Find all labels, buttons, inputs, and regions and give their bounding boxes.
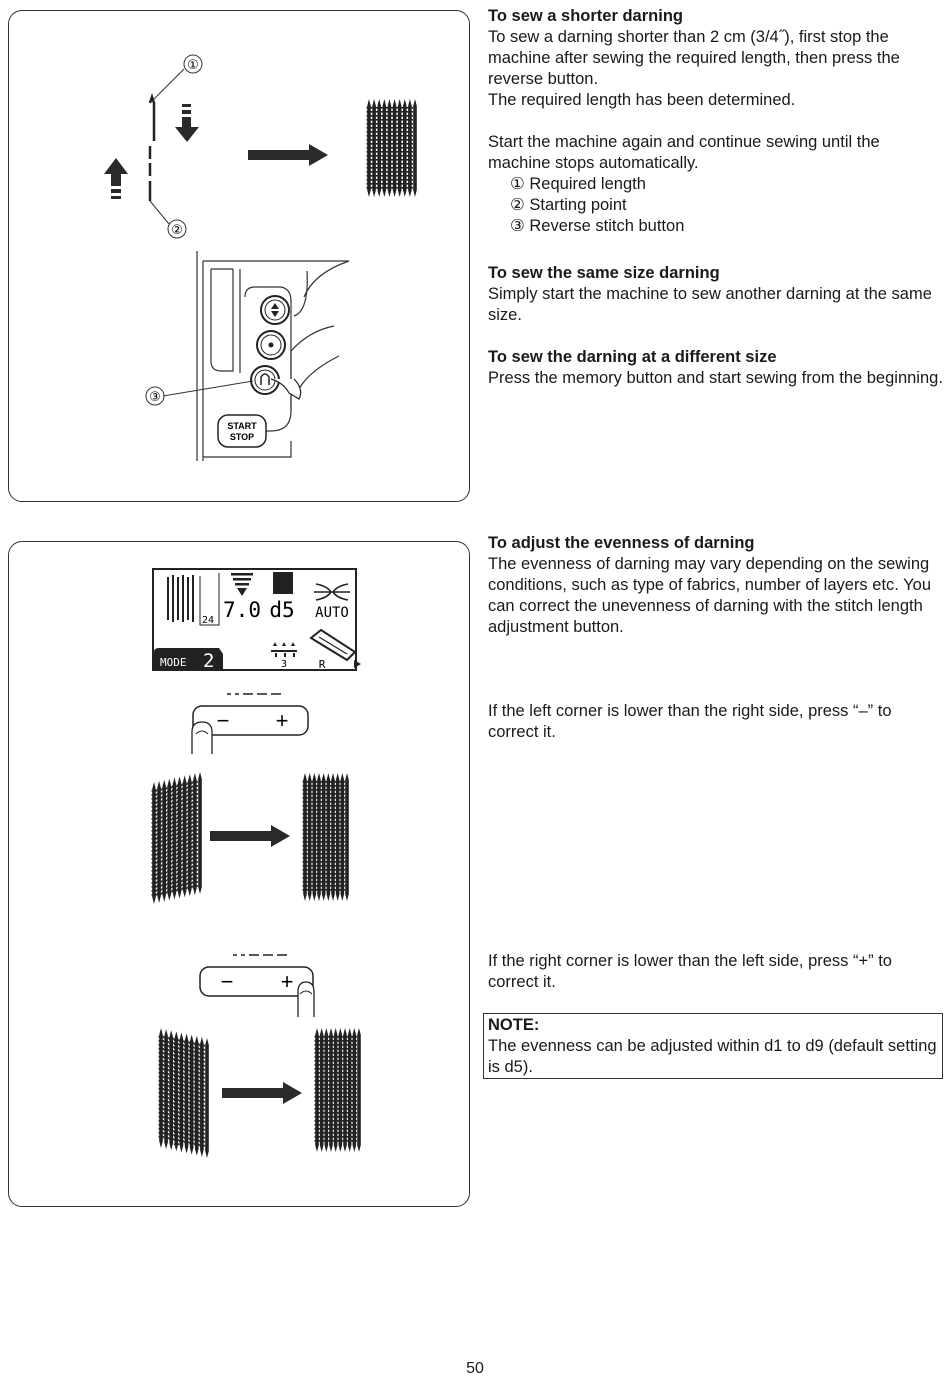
finger-pressing-plus [297,981,315,1017]
paragraph-shorter-1: To sew a darning shorter than 2 cm (3/4˝… [488,28,900,88]
finger-pressing [270,378,302,400]
darning-stitch-column [174,1031,179,1152]
feed-value: 3 [281,659,287,670]
auto-label: AUTO [315,605,349,621]
paragraph-same-size: Simply start the machine to sew another … [488,285,932,324]
up-arrow-icon [104,158,128,199]
darning-stitch-column [205,1038,209,1158]
evenness-block-icon [273,572,293,594]
callout-2-circle [167,219,187,239]
needle-up-down-button[interactable] [260,295,290,325]
even-darning-result-2 [314,1028,361,1152]
darning-stitch-block [366,99,417,197]
stitch-length-adjust-button-plus-pressed: − + [199,954,315,1017]
stitch-length-adjust-button-minus-pressed: − + [191,693,309,754]
list-item-starting-point: ② Starting point [510,196,627,214]
stitch-line [148,93,156,201]
figure-panel-evenness: 24 7.0 d5 AUTO MODE 2 [8,541,470,1207]
down-arrow-icon [175,104,199,142]
list-item-required-length: ① Required length [510,175,646,193]
paragraph-shorter-2: The required length has been determined. [488,91,796,109]
mode-label: MODE [160,656,187,669]
callout-1: ① [187,57,199,72]
heading-same-size: To sew the same size darning [488,264,720,282]
stitch-length-icon [231,573,253,596]
plus-key[interactable]: + [276,708,289,733]
figure-panel-shorter-darning: ① ② [8,10,470,502]
presser-foot-icon [309,628,361,668]
stop-label: STOP [230,432,254,442]
darning-pattern-icon [167,575,194,622]
start-stop-button[interactable]: START STOP [217,414,267,448]
callout-2: ② [171,222,183,237]
shorter-darning-illustration: ① ② [104,54,417,461]
text-column-top: To sew a shorter darning To sew a darnin… [488,6,943,389]
paragraph-shorter-3: Start the machine again and continue sew… [488,133,880,172]
evenness-value: d5 [269,598,294,622]
callout-3-circle [145,386,165,406]
text-column-evenness: To adjust the evenness of darning The ev… [488,533,943,638]
right-arrow-icon [222,1082,302,1104]
note-box: NOTE: The evenness can be adjusted withi… [483,1013,943,1079]
feed-dog-icon [271,642,297,657]
paragraph-evenness: The evenness of darning may vary dependi… [488,555,931,636]
right-arrow-icon [248,144,328,166]
darning-stitch-column [198,772,202,894]
start-label: START [227,421,257,431]
mode-value: 2 [203,650,214,672]
paragraph-left-corner: If the left corner is lower than the rig… [488,702,892,741]
foot-label: R [319,658,326,671]
uneven-darning-left-low [151,772,202,904]
note-text: The evenness can be adjusted within d1 t… [488,1037,937,1076]
even-darning-result-1 [302,773,349,901]
heading-evenness: To adjust the evenness of darning [488,534,755,552]
finger-pressing-minus [191,721,213,754]
text-right-corner: If the right corner is lower than the le… [488,951,943,993]
list-item-reverse-button: ③ Reverse stitch button [510,217,685,235]
lcd-screen: 24 7.0 d5 AUTO MODE 2 [152,568,361,672]
darning-stitch-column [169,1030,174,1151]
darning-stitch-column [357,1028,361,1152]
pattern-number: 24 [202,615,214,626]
machine-panel-outline [196,251,350,461]
paragraph-different-size: Press the memory button and start sewing… [488,369,943,387]
darning-stitch-column [413,99,417,197]
right-arrow-icon [210,825,290,847]
plus-key[interactable]: + [281,969,294,994]
page-number: 50 [466,1360,484,1377]
stitch-length-value: 7.0 [223,598,261,622]
thread-tension-icon [314,583,350,601]
callout-3: ③ [149,389,161,404]
note-label: NOTE: [488,1016,540,1034]
mode-tab [154,648,223,669]
evenness-illustration: 24 7.0 d5 AUTO MODE 2 [151,568,361,1158]
uneven-darning-right-low [158,1028,209,1158]
callout-1-circle [183,54,203,74]
heading-shorter-darning: To sew a shorter darning [488,7,683,25]
text-left-corner: If the left corner is lower than the rig… [488,701,943,743]
auto-lock-button[interactable] [256,330,286,360]
paragraph-right-corner: If the right corner is lower than the le… [488,952,892,991]
minus-key[interactable]: − [221,969,234,994]
minus-key[interactable]: − [217,708,230,733]
heading-different-size: To sew the darning at a different size [488,348,777,366]
darning-stitch-column [345,773,349,901]
